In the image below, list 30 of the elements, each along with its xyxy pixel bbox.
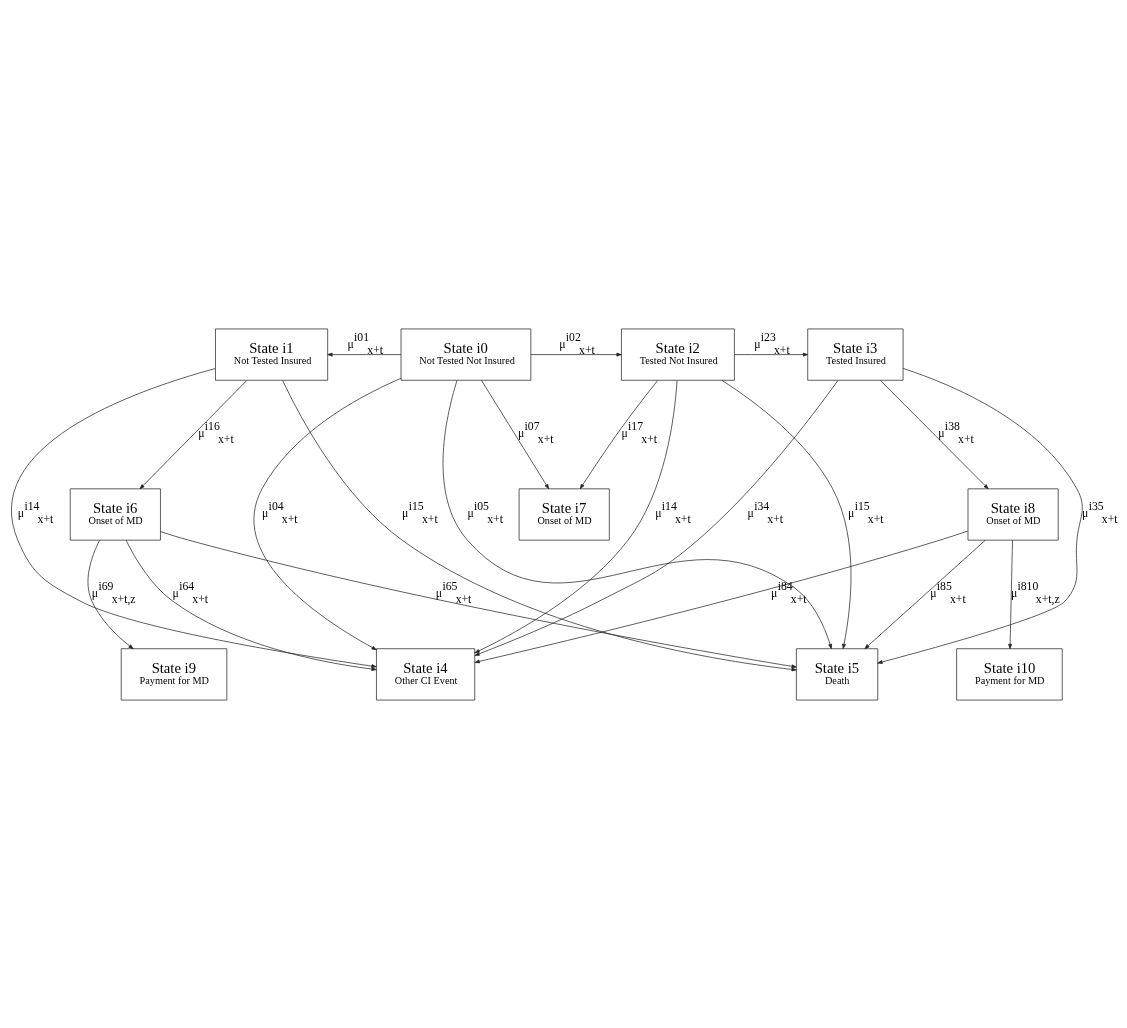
node-box: State i2 Tested Not Insured xyxy=(621,328,735,381)
arrow xyxy=(139,379,248,489)
node-box: State i9 Payment for MD xyxy=(120,647,228,700)
arrow xyxy=(327,352,402,356)
node-box: State i5 Death xyxy=(796,647,879,700)
arrow xyxy=(474,379,678,653)
arrow xyxy=(880,379,989,489)
arrow xyxy=(530,352,622,356)
arrow xyxy=(721,379,852,649)
arrow xyxy=(282,379,797,671)
arrow xyxy=(87,539,134,649)
node-box: State i7 Onset of MD xyxy=(518,487,610,541)
node-box: State i6 Onset of MD xyxy=(69,487,161,541)
arrow xyxy=(474,530,969,663)
arrow xyxy=(160,530,797,668)
arrow xyxy=(877,367,1083,664)
arrow xyxy=(1008,539,1013,649)
node-box: State i8 Onset of MD xyxy=(967,487,1059,541)
arrow xyxy=(734,352,808,356)
node-box: State i1 Not Tested Insured xyxy=(215,328,329,381)
arrow xyxy=(125,539,377,671)
arrow xyxy=(11,367,377,668)
node-box: State i0 Not Tested Not Insured xyxy=(400,328,532,381)
arrow xyxy=(579,379,658,489)
node-box: State i10 Payment for MD xyxy=(956,647,1063,700)
node-box: State i4 Other CI Event xyxy=(376,647,476,700)
node-box: State i3 Tested Insured xyxy=(807,328,904,381)
arrow xyxy=(253,377,402,650)
arrow xyxy=(481,379,550,489)
arrow xyxy=(864,539,986,649)
